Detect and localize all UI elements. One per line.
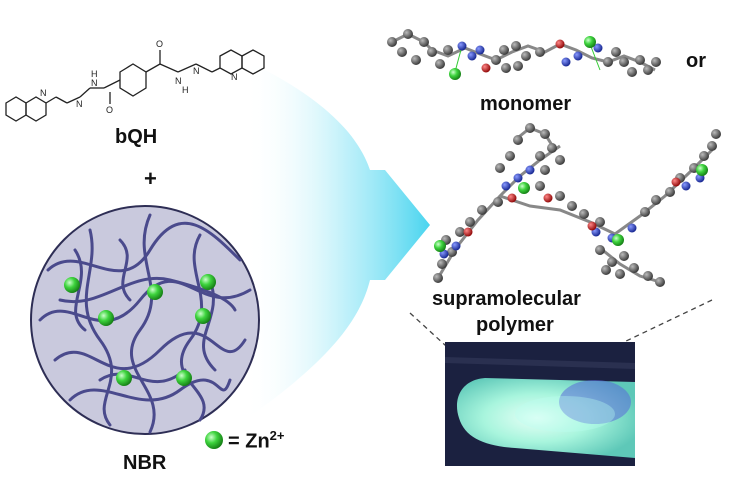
- o-label: O: [106, 105, 113, 115]
- glowing-finger-photo: [445, 342, 635, 466]
- bqh-structure: [5, 49, 265, 122]
- monomer-model: [387, 29, 661, 80]
- zinc-ion: [147, 284, 163, 300]
- zinc-ions: [64, 274, 216, 386]
- h-label: H: [91, 69, 98, 79]
- reaction-arrow: [245, 60, 430, 420]
- polymer-model: [433, 123, 721, 287]
- n-label: N: [231, 72, 238, 82]
- plus-sign: +: [144, 166, 157, 191]
- or-label: or: [686, 50, 706, 72]
- n-label: N: [40, 88, 47, 98]
- zinc-ion: [176, 370, 192, 386]
- polymer-chains: [38, 213, 252, 434]
- zinc-legend-charge: 2+: [269, 428, 285, 443]
- zinc-ion: [98, 310, 114, 326]
- polymer-label-line2: polymer: [476, 314, 554, 336]
- n-label: N: [76, 99, 83, 109]
- matrix-label: NBR: [123, 452, 167, 474]
- zinc-ion: [195, 308, 211, 324]
- n-label: N: [175, 76, 182, 86]
- zinc-ion: [200, 274, 216, 290]
- ligand-label: bQH: [115, 126, 158, 148]
- bqh-atom-labels: N N N H O O N H N N: [40, 39, 238, 115]
- zinc-legend-text: = Zn: [228, 430, 270, 453]
- o-label: O: [156, 39, 163, 49]
- monomer-label: monomer: [480, 93, 572, 115]
- polymer-label-line1: supramolecular: [432, 288, 581, 310]
- zinc-legend: = Zn2+: [228, 428, 285, 454]
- h-label: H: [182, 85, 189, 95]
- legend-zinc-ion: [205, 431, 223, 449]
- zinc-ion: [64, 277, 80, 293]
- n-label: N: [91, 78, 98, 88]
- zinc-ion: [116, 370, 132, 386]
- n-label: N: [193, 66, 200, 76]
